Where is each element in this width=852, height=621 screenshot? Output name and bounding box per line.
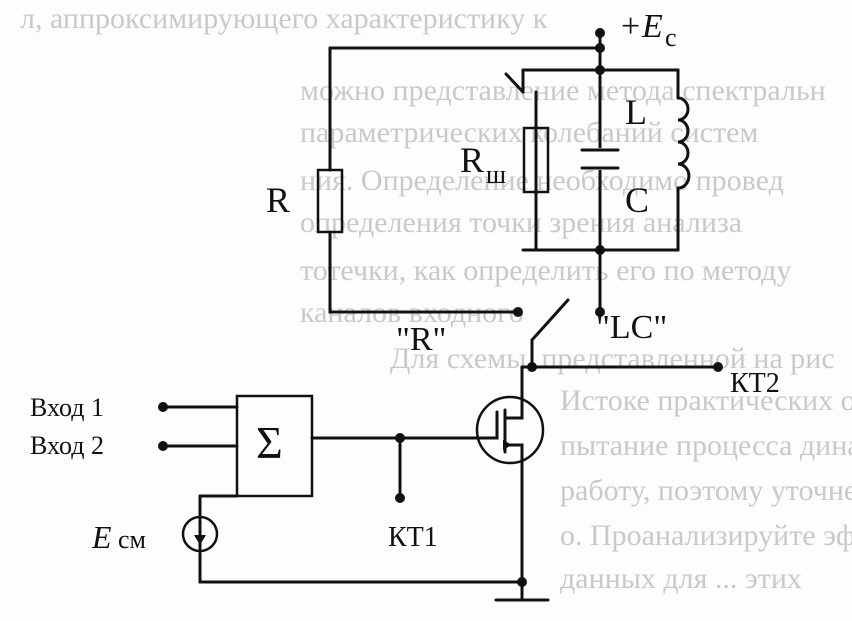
bias-label: E [91, 519, 112, 555]
bg-line-2: можно представление метода спектральн [300, 74, 826, 107]
switch-contact-lc [595, 307, 605, 317]
switch-lc-label: "LC" [596, 309, 667, 346]
input1-terminal [158, 402, 168, 412]
input2-label: Вход 2 [30, 431, 104, 460]
bg-line-8: Для схемы, представленной на рис [390, 342, 835, 375]
supply-terminal [595, 28, 605, 38]
bg-line-5: определения точки зрения анализа [300, 206, 742, 239]
supply-sub-label: c [665, 23, 677, 52]
inductor-l [676, 96, 691, 190]
kt2-label: КТ2 [730, 368, 780, 399]
supply-label: E [641, 8, 663, 45]
bg-line-10: пытание процесса динамики выходной [560, 429, 852, 462]
summer-block [235, 394, 314, 498]
capacitor-label: C [625, 180, 649, 220]
bg-line-6: тотечки, как определить его по методу [300, 254, 791, 287]
bg-line-12: о. Проанализируйте эффекты [560, 519, 852, 552]
shunt-switch-blade [504, 72, 525, 94]
supply-plus-label: + [621, 8, 640, 45]
bias-sub-label: см [118, 525, 146, 554]
switch-contact-r [513, 307, 523, 317]
shunt-sub-label: ш [486, 160, 506, 189]
capacitor-c [580, 148, 620, 170]
background-text: л, аппроксимирующего характеристику к мо… [20, 2, 852, 595]
bg-line-11: работу, поэтому уточнение полного [560, 474, 852, 507]
bias-ground-wire [198, 548, 524, 584]
kt2-terminal [713, 362, 723, 372]
resistor-r [316, 168, 344, 234]
bg-line-13: данных для ... этих [560, 562, 802, 595]
transistor [475, 395, 545, 467]
bias-source [181, 515, 219, 553]
switch-blade [530, 298, 570, 342]
bg-line-3: параметрических колебаний систем [300, 116, 758, 149]
shunt-label: R [460, 140, 484, 180]
kt1-label: КТ1 [388, 522, 438, 553]
inductor-label: L [625, 92, 647, 132]
input1-label: Вход 1 [30, 393, 104, 422]
transistor-body [475, 395, 545, 465]
summer-label: Σ [256, 417, 283, 468]
bg-line-1: л, аппроксимирующего характеристику к [20, 2, 548, 35]
kt1-terminal [395, 493, 405, 503]
junctions [158, 28, 723, 587]
bg-line-9: Истоке практических особенностей [560, 384, 852, 417]
r-wire-bottom [328, 230, 520, 314]
switch-r-label: "R" [396, 321, 446, 358]
input2-terminal [158, 441, 168, 451]
resistor-r-label: R [266, 180, 290, 220]
